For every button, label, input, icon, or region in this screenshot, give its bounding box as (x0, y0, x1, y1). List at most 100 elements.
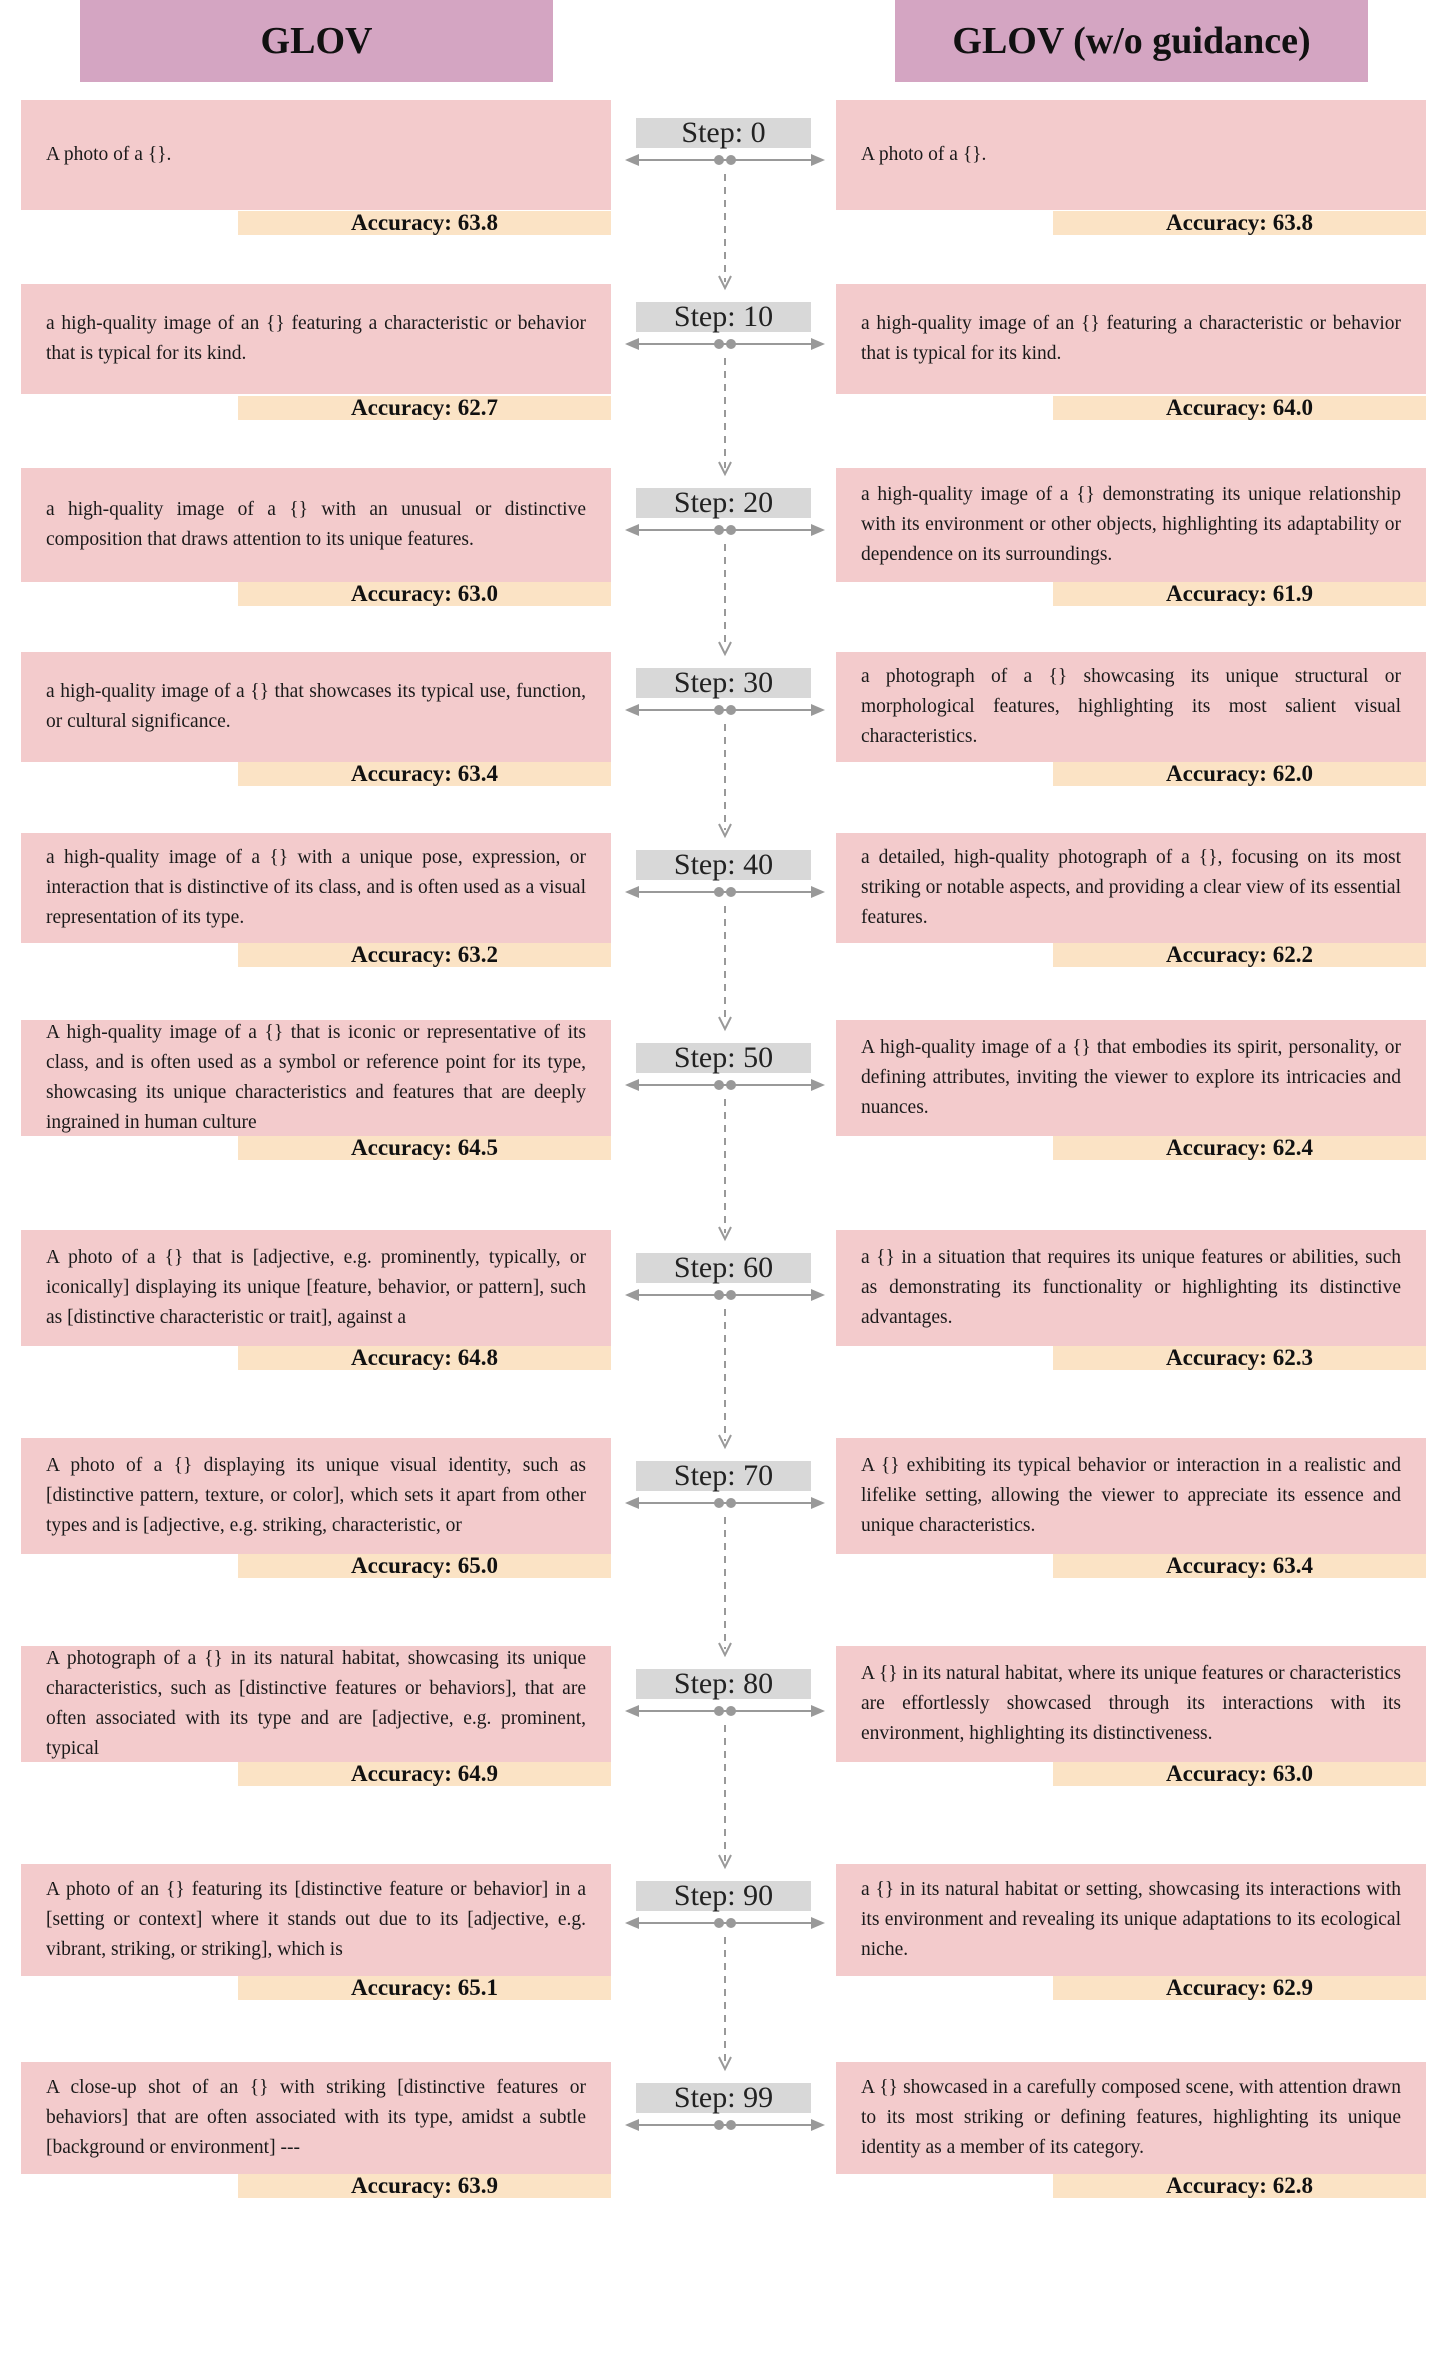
arrow-right-icon (811, 1079, 825, 1091)
prompt-box-right: A {} exhibiting its typical behavior or … (836, 1438, 1426, 1554)
prompt-text: a high-quality image of a {} with a uniq… (46, 847, 586, 928)
prompt-box-right: A high-quality image of a {} that embodi… (836, 1020, 1426, 1136)
arrow-down-icon (718, 275, 732, 291)
accuracy-label: Accuracy: 62.4 (1053, 1136, 1426, 1160)
prompt-box-right: a {} in its natural habitat or setting, … (836, 1864, 1426, 1976)
step-connector (625, 882, 825, 1037)
step-connector (625, 700, 825, 844)
dot-icon (726, 1706, 736, 1716)
step-connector (625, 1913, 825, 2077)
step-label: Step: 20 (636, 488, 811, 518)
dot-icon (726, 339, 736, 349)
prompt-box-left: a high-quality image of a {} that showca… (21, 652, 611, 762)
header-glov: GLOV (80, 0, 553, 82)
arrow-right-icon (811, 524, 825, 536)
step-label: Step: 60 (636, 1253, 811, 1283)
arrow-left-icon (625, 1289, 639, 1301)
prompt-text: A photograph of a {} in its natural habi… (46, 1648, 586, 1759)
arrow-down-icon (718, 1854, 732, 1870)
step-label: Step: 50 (636, 1043, 811, 1073)
prompt-text: A photo of a {} that is [adjective, e.g.… (46, 1247, 586, 1328)
arrow-down-icon (718, 461, 732, 477)
prompt-text: A high-quality image of a {} that is ico… (46, 1022, 586, 1133)
accuracy-label: Accuracy: 62.3 (1053, 1346, 1426, 1370)
arrow-left-icon (625, 1497, 639, 1509)
accuracy-label: Accuracy: 62.8 (1053, 2174, 1426, 2198)
accuracy-label: Accuracy: 63.8 (238, 211, 611, 235)
prompt-box-left: A close-up shot of an {} with striking [… (21, 2062, 611, 2174)
arrow-right-icon (811, 1289, 825, 1301)
accuracy-label: Accuracy: 63.8 (1053, 211, 1426, 235)
prompt-box-left: A photo of a {} that is [adjective, e.g.… (21, 1230, 611, 1346)
dot-icon (726, 1080, 736, 1090)
prompt-text: A {} in its natural habitat, where its u… (861, 1663, 1401, 1744)
arrow-right-icon (811, 338, 825, 350)
prompt-box-right: A {} in its natural habitat, where its u… (836, 1646, 1426, 1762)
dot-icon (726, 887, 736, 897)
arrow-left-icon (625, 524, 639, 536)
arrow-down-icon (718, 1226, 732, 1242)
accuracy-label: Accuracy: 64.9 (238, 1762, 611, 1786)
accuracy-label: Accuracy: 63.4 (1053, 1554, 1426, 1578)
dot-icon (714, 1918, 724, 1928)
arrow-left-icon (625, 1705, 639, 1717)
step-label: Step: 30 (636, 668, 811, 698)
accuracy-label: Accuracy: 64.8 (238, 1346, 611, 1370)
arrow-down-icon (718, 2056, 732, 2072)
prompt-text: a detailed, high-quality photograph of a… (861, 847, 1401, 928)
accuracy-label: Accuracy: 62.7 (238, 396, 611, 420)
dot-icon (714, 525, 724, 535)
step-label: Step: 40 (636, 850, 811, 880)
prompt-text: A photo of an {} featuring its [distinct… (46, 1879, 586, 1960)
arrow-right-icon (811, 154, 825, 166)
prompt-text: A photo of a {}. (861, 144, 987, 165)
accuracy-label: Accuracy: 64.0 (1053, 396, 1426, 420)
accuracy-label: Accuracy: 61.9 (1053, 582, 1426, 606)
arrow-left-icon (625, 154, 639, 166)
prompt-box-left: a high-quality image of a {} with a uniq… (21, 833, 611, 943)
arrow-down-icon (718, 1642, 732, 1658)
prompt-text: A high-quality image of a {} that embodi… (861, 1037, 1401, 1118)
dot-icon (726, 1290, 736, 1300)
step-connector (625, 520, 825, 662)
dot-icon (726, 2120, 736, 2130)
arrow-right-icon (811, 704, 825, 716)
prompt-text: A photo of a {}. (46, 144, 172, 165)
prompt-box-right: A {} showcased in a carefully composed s… (836, 2062, 1426, 2174)
arrow-left-icon (625, 704, 639, 716)
prompt-text: a {} in its natural habitat or setting, … (861, 1879, 1401, 1960)
step-label: Step: 10 (636, 302, 811, 332)
prompt-text: a photograph of a {} showcasing its uniq… (861, 666, 1401, 747)
prompt-box-left: A photo of a {}. (21, 100, 611, 210)
dot-icon (714, 705, 724, 715)
prompt-box-right: a high-quality image of a {} demonstrati… (836, 468, 1426, 582)
prompt-box-right: A photo of a {}. (836, 100, 1426, 210)
dot-icon (714, 1290, 724, 1300)
accuracy-label: Accuracy: 65.1 (238, 1976, 611, 2000)
accuracy-label: Accuracy: 63.2 (238, 943, 611, 967)
accuracy-label: Accuracy: 63.0 (1053, 1762, 1426, 1786)
step-connector (625, 1075, 825, 1247)
prompt-box-right: a photograph of a {} showcasing its uniq… (836, 652, 1426, 762)
step-connector (625, 2115, 825, 2145)
prompt-box-right: a detailed, high-quality photograph of a… (836, 833, 1426, 943)
arrow-left-icon (625, 338, 639, 350)
dot-icon (714, 887, 724, 897)
dot-icon (714, 339, 724, 349)
dot-icon (726, 1918, 736, 1928)
prompt-text: a high-quality image of a {} that showca… (46, 681, 586, 732)
dot-icon (714, 155, 724, 165)
prompt-text: A {} exhibiting its typical behavior or … (861, 1455, 1401, 1536)
arrow-right-icon (811, 1497, 825, 1509)
step-label: Step: 90 (636, 1881, 811, 1911)
arrow-down-icon (718, 1434, 732, 1450)
arrow-down-icon (718, 641, 732, 657)
accuracy-label: Accuracy: 62.2 (1053, 943, 1426, 967)
accuracy-label: Accuracy: 63.4 (238, 762, 611, 786)
arrow-left-icon (625, 2119, 639, 2131)
prompt-text: a {} in a situation that requires its un… (861, 1247, 1401, 1328)
step-connector (625, 1701, 825, 1875)
prompt-box-left: a high-quality image of a {} with an unu… (21, 468, 611, 582)
prompt-text: A {} showcased in a carefully composed s… (861, 2077, 1401, 2158)
prompt-text: A photo of a {} displaying its unique vi… (46, 1455, 586, 1536)
